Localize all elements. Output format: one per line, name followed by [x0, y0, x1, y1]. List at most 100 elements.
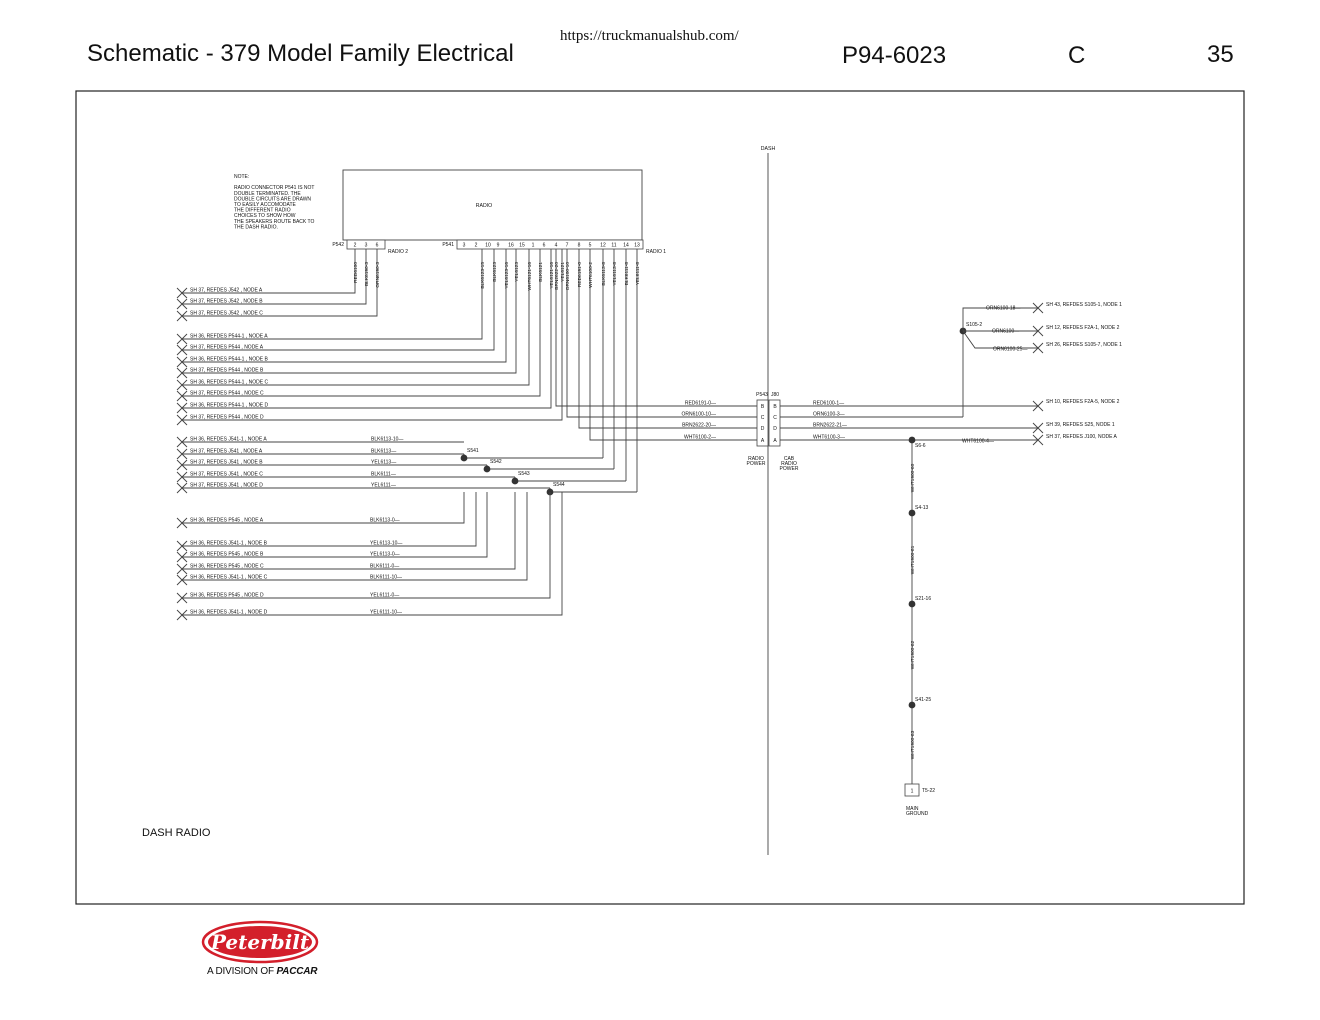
pin-label: 5: [589, 243, 592, 249]
p542-wire-label: RED6100: [353, 262, 359, 283]
p543-wire-label: RED6191-0—: [685, 401, 716, 407]
j80-wire-label: BRN2622-21—: [813, 423, 847, 429]
p541-wire-label: YEL6123: [514, 262, 520, 282]
splice-label: S543: [518, 471, 530, 477]
p541-wire-label: YEL6111-8: [635, 262, 641, 286]
right-ref-label: SH 12, REFDES F2A-1, NODE 2: [1046, 325, 1120, 331]
pin-label: 11: [611, 243, 616, 249]
left-ref-label: SH 36, REFDES P545 , NODE B: [190, 552, 264, 558]
radio-unit: [342, 169, 643, 241]
p541-speaker-wire: [182, 249, 495, 351]
pin-label: 1: [532, 243, 535, 249]
left-wire-label: BLK6113-0—: [370, 518, 400, 524]
splice-wire: [463, 454, 603, 459]
p541-speaker-wire: [182, 249, 541, 397]
splice-label: S544: [553, 482, 565, 488]
branch-wire: [182, 492, 516, 570]
division-text: A DIVISION OF: [207, 966, 274, 977]
p541-speaker-wire: [182, 249, 530, 386]
ground-wire-label: WHT1900-60: [910, 463, 916, 492]
connector-j80: [768, 399, 781, 447]
s105-wire: [962, 330, 1038, 349]
pin-label: D: [773, 426, 777, 432]
p541-wire-label: ORN6100-10: [565, 262, 571, 291]
p542-wire: [182, 249, 356, 294]
splice-label: S541: [467, 448, 479, 454]
left-wire-label: BLK6113—: [371, 449, 396, 455]
branch-wire: [182, 492, 488, 558]
s105-wire: [962, 307, 1038, 331]
j80-wire-label: RED6100-1—: [813, 401, 844, 407]
splice-s543: [511, 477, 519, 485]
left-ref-label: SH 37, REFDES P544 , NODE C: [190, 391, 264, 397]
left-ref-label: SH 37, REFDES P544 , NODE A: [190, 345, 264, 351]
branch-wire: [182, 492, 477, 547]
splice-wire: [514, 477, 626, 482]
p541-speaker-wire: [182, 249, 507, 363]
s105-wire-label: ORN6100-25—: [993, 347, 1027, 353]
pin-label: D: [761, 426, 765, 432]
connector-caption: POWER: [747, 461, 766, 467]
p541-speaker-wire: [182, 249, 517, 374]
note-line: TO EASILY ACCOMODATE: [234, 202, 297, 208]
p542-wire-label: BLK6190-3: [364, 262, 370, 286]
pin-label: 3: [365, 243, 368, 249]
p541-wire-label: YEL6121-16: [549, 262, 555, 289]
left-ref-label: SH 36, REFDES J541-1 , NODE D: [190, 610, 268, 616]
pin-label: 6: [543, 243, 546, 249]
ground-splice-s4-13: [908, 509, 916, 517]
left-ref-label: SH 37, REFDES J542 , NODE C: [190, 311, 263, 317]
connector-p543-label: P543: [756, 392, 768, 398]
splice-label: S41-25: [915, 697, 931, 703]
pin-label: B: [761, 404, 765, 410]
branch-wire: [182, 492, 551, 599]
p541-wire-label: BLK6113-8: [601, 262, 607, 286]
p541-speaker-wire: [182, 249, 563, 421]
splice-label: S542: [490, 459, 502, 465]
page-number: 35: [1207, 41, 1234, 68]
left-ref-label: SH 36, REFDES P544-1 , NODE B: [190, 357, 268, 363]
p541-wire-label: BLK6123: [492, 262, 498, 282]
branch-wire: [182, 492, 465, 524]
p541-power-wire: [578, 249, 758, 429]
left-ref-label: SH 36, REFDES J541-1 , NODE A: [190, 437, 267, 443]
division-line: A DIVISION OF PACCAR: [207, 966, 317, 977]
pin-label: 15: [519, 243, 525, 249]
off-sheet-marker: [1032, 325, 1044, 337]
connector-caption: RADIO: [781, 461, 797, 467]
pin-label: 6: [376, 243, 379, 249]
connector-p541-label: P541: [442, 242, 454, 248]
connector-p542-name: RADIO 2: [388, 249, 408, 255]
p541-wire-label: BLK6121: [538, 262, 544, 282]
p541-wire-label: WHT6121-16: [527, 262, 533, 291]
right-ref-label: SH 26, REFDES S105-7, NODE 1: [1046, 342, 1122, 348]
pin-label: 7: [566, 243, 569, 249]
p541-wire-label: RED6191-0: [577, 262, 583, 287]
note-line: DOUBLE CIRCUITS ARE DRAWN: [234, 196, 311, 202]
left-wire-label: YEL6111-10—: [370, 610, 402, 616]
source-url[interactable]: https://truckmanualshub.com/: [560, 28, 739, 44]
peterbilt-logo: Peterbilt: [201, 920, 319, 964]
diagram-frame: [75, 90, 1245, 905]
splice-wire: [486, 465, 614, 470]
ground-splice-s21-16: [908, 600, 916, 608]
left-ref-label: SH 36, REFDES J541-1 , NODE B: [190, 541, 268, 547]
p542-wire: [182, 249, 378, 317]
pin-label: 16: [508, 243, 514, 249]
p543-wire-label: BRN2622-20—: [682, 423, 716, 429]
p541-power-wire: [555, 249, 758, 407]
pin-label: B: [773, 404, 777, 410]
ground-wire-label: WHT6100-4—: [962, 439, 994, 445]
left-ref-label: SH 37, REFDES J541 , NODE A: [190, 449, 263, 455]
left-ref-label: SH 37, REFDES J541 , NODE B: [190, 460, 263, 466]
left-ref-label: SH 37, REFDES J541 , NODE C: [190, 472, 263, 478]
connector-j80-label: J80: [771, 392, 779, 398]
branch-wire: [182, 492, 563, 616]
splice-label: S105-2: [966, 322, 982, 328]
p541-power-wire: [589, 249, 758, 441]
terminal-pin: 1: [911, 789, 914, 795]
paccar-brand: PACCAR: [276, 966, 318, 977]
left-ref-label: SH 36, REFDES P544-1 , NODE C: [190, 380, 268, 386]
left-ref-label: SH 37, REFDES J541 , NODE D: [190, 483, 263, 489]
pin-label: C: [761, 415, 765, 421]
